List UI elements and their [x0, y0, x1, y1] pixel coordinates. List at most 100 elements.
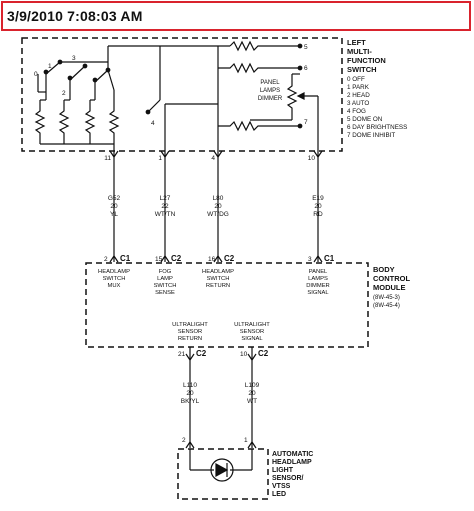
svg-text:MULTI-: MULTI- — [347, 47, 372, 56]
sensor-pin-numbers: 2 1 — [182, 437, 248, 444]
bcm-connector-chevrons — [109, 254, 323, 263]
svg-text:DIMMER: DIMMER — [258, 96, 283, 102]
svg-text:BODY: BODY — [373, 265, 395, 274]
svg-text:10: 10 — [308, 155, 316, 162]
sensor-title: AUTOMATIC HEADLAMP LIGHT SENSOR/ VTSS LE… — [272, 451, 313, 498]
svg-text:ULTRALIGHT: ULTRALIGHT — [234, 322, 270, 328]
svg-text:0 OFF: 0 OFF — [347, 76, 365, 83]
svg-text:20: 20 — [248, 390, 256, 397]
svg-text:SIGNAL: SIGNAL — [241, 336, 263, 342]
svg-text:LEFT: LEFT — [347, 38, 366, 47]
bcm-pin-numbers: 2 15 16 3 — [104, 256, 312, 263]
svg-text:5: 5 — [304, 44, 308, 51]
svg-text:MUX: MUX — [108, 283, 121, 289]
sensor-wire-codes: L110 20 BK/YL L109 20 WT — [181, 382, 260, 405]
svg-text:7: 7 — [304, 119, 308, 126]
rotary-switch — [37, 59, 115, 105]
svg-text:15: 15 — [155, 256, 163, 263]
svg-text:2 HEAD: 2 HEAD — [347, 92, 370, 99]
svg-text:4 FOG: 4 FOG — [347, 108, 366, 115]
switch-title: LEFT MULTI- FUNCTION SWITCH — [347, 38, 386, 74]
timestamp-text: 3/9/2010 7:08:03 AM — [7, 8, 143, 24]
svg-text:FOG: FOG — [159, 269, 172, 275]
svg-text:WT/DG: WT/DG — [207, 211, 229, 218]
svg-text:SENSE: SENSE — [155, 290, 175, 296]
svg-text:PANEL: PANEL — [260, 80, 280, 86]
svg-text:LAMP: LAMP — [157, 276, 173, 282]
svg-text:4: 4 — [211, 155, 215, 162]
switch-to-bcm-wires — [113, 126, 319, 262]
resistor-pin7 — [218, 120, 302, 132]
svg-text:20: 20 — [186, 390, 194, 397]
svg-text:HEADLAMP: HEADLAMP — [98, 269, 130, 275]
svg-text:L110: L110 — [183, 382, 197, 389]
svg-text:WT: WT — [247, 398, 257, 405]
svg-text:SENSOR: SENSOR — [178, 329, 202, 335]
svg-text:21: 21 — [178, 351, 186, 358]
bcm-to-sensor-wires — [185, 347, 257, 449]
svg-text:4: 4 — [151, 120, 155, 127]
svg-text:LED: LED — [272, 491, 286, 498]
bcm-refs: (8W-45-3) (8W-45-4) — [373, 295, 400, 309]
svg-text:SWITCH: SWITCH — [347, 65, 377, 74]
svg-text:LAMPS: LAMPS — [260, 88, 280, 94]
svg-text:SWITCH: SWITCH — [103, 276, 126, 282]
svg-text:MODULE: MODULE — [373, 283, 406, 292]
bcm-connector-ids: C1 C2 C2 C1 — [120, 254, 335, 263]
svg-text:DIMMER: DIMMER — [306, 283, 330, 289]
svg-text:6 DAY BRIGHTNESS: 6 DAY BRIGHTNESS — [347, 124, 407, 131]
bcm-sensor-labels: ULTRALIGHT SENSOR RETURN ULTRALIGHT SENS… — [172, 322, 270, 342]
svg-text:WT/TN: WT/TN — [155, 211, 176, 218]
svg-text:SWITCH: SWITCH — [207, 276, 230, 282]
svg-text:FUNCTION: FUNCTION — [347, 56, 386, 65]
bcm-title: BODY CONTROL MODULE — [373, 265, 410, 292]
svg-text:3 AUTO: 3 AUTO — [347, 100, 369, 107]
svg-text:10: 10 — [240, 351, 248, 358]
svg-text:(8W-45-4): (8W-45-4) — [373, 303, 400, 309]
svg-text:3: 3 — [72, 55, 76, 62]
photodiode-icon — [189, 449, 253, 482]
svg-text:RD: RD — [313, 211, 323, 218]
svg-text:ULTRALIGHT: ULTRALIGHT — [172, 322, 208, 328]
resistor-pin6 — [218, 62, 302, 74]
svg-text:C1: C1 — [324, 254, 335, 263]
svg-text:20: 20 — [214, 203, 222, 210]
svg-text:20: 20 — [314, 203, 322, 210]
svg-text:1: 1 — [48, 63, 52, 70]
svg-text:G52: G52 — [108, 195, 121, 202]
svg-text:L80: L80 — [213, 195, 224, 202]
svg-text:SENSOR: SENSOR — [240, 329, 264, 335]
svg-text:C2: C2 — [224, 254, 235, 263]
bcm-sensor-pins: 21 10 — [178, 351, 248, 358]
svg-text:2: 2 — [62, 90, 66, 97]
svg-text:1 PARK: 1 PARK — [347, 84, 370, 91]
svg-text:BK/YL: BK/YL — [181, 398, 200, 405]
switch-positions: 0 OFF 1 PARK 2 HEAD 3 AUTO 4 FOG 5 DOME … — [347, 76, 407, 139]
svg-text:20: 20 — [110, 203, 118, 210]
svg-text:5 DOME ON: 5 DOME ON — [347, 116, 383, 123]
svg-text:SENSOR/: SENSOR/ — [272, 475, 304, 482]
svg-text:1: 1 — [244, 437, 248, 444]
svg-text:AUTOMATIC: AUTOMATIC — [272, 451, 313, 458]
bcm-input-labels: HEADLAMP SWITCH MUX FOG LAMP SWITCH SENS… — [98, 269, 330, 296]
svg-text:3: 3 — [308, 256, 312, 263]
svg-text:LIGHT: LIGHT — [272, 467, 294, 474]
dimmer-label: PANEL LAMPS DIMMER — [258, 80, 283, 102]
svg-text:C2: C2 — [258, 349, 269, 358]
resistor-pin5 — [229, 40, 298, 52]
bcm-sensor-conns: C2 C2 — [196, 349, 269, 358]
svg-text:LAMPS: LAMPS — [308, 276, 328, 282]
svg-text:2: 2 — [182, 437, 186, 444]
svg-text:PANEL: PANEL — [309, 269, 328, 275]
switch-box — [21, 37, 343, 152]
contact-numbers: 0 1 2 3 4 5 6 7 — [34, 44, 308, 127]
switch-pin-numbers: 11 1 4 10 — [104, 155, 315, 162]
svg-text:YL: YL — [110, 211, 118, 218]
dimmer-pot — [250, 73, 319, 151]
switch-resistors — [34, 105, 120, 145]
svg-text:L109: L109 — [245, 382, 260, 389]
wire-codes: G52 20 YL L27 22 WT/TN L80 20 WT/DG E19 … — [108, 195, 324, 218]
svg-text:16: 16 — [208, 256, 216, 263]
svg-text:RETURN: RETURN — [206, 283, 230, 289]
